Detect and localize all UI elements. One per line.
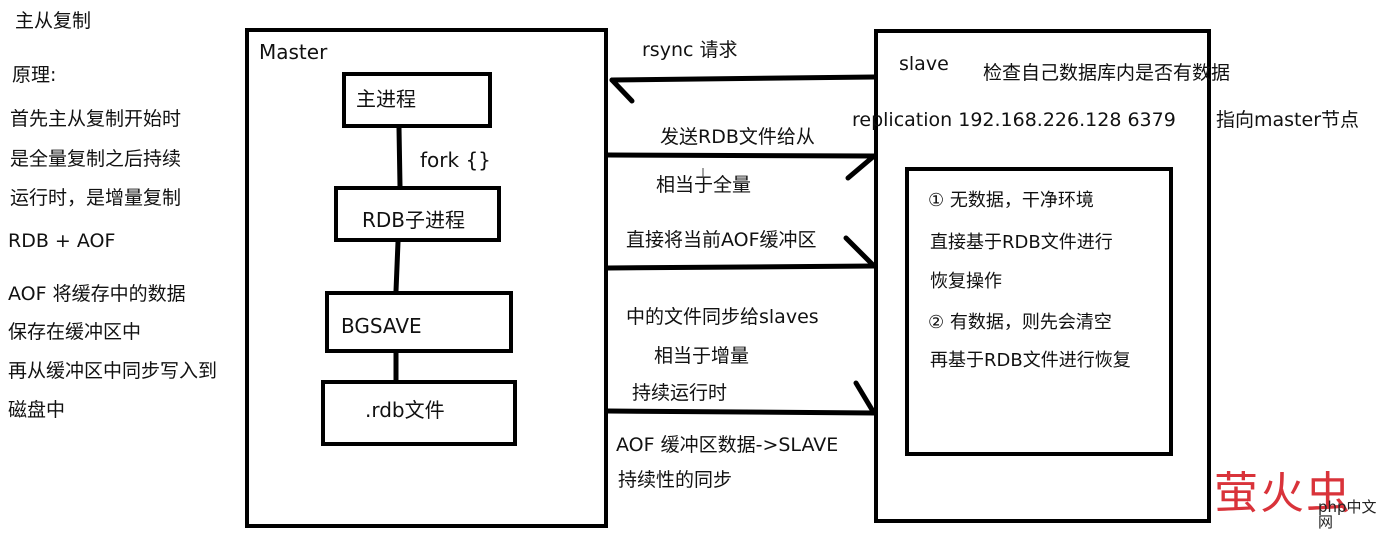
note-line-8: 磁盘中 xyxy=(8,399,66,421)
master-box xyxy=(245,28,608,528)
full-sync-label: 相当于全量 xyxy=(656,174,752,196)
restore-box xyxy=(905,167,1173,456)
continuous-arrow-line xyxy=(605,408,877,416)
no-data-case: ① 无数据，干净环境 xyxy=(928,190,1094,211)
rsync-request-label: rsync 请求 xyxy=(642,39,738,61)
continuous-arrow-head xyxy=(853,380,877,416)
connector-main-to-rdb xyxy=(396,125,403,189)
pointer-note: 指向master节点 xyxy=(1216,109,1360,131)
send-rdb-arrow-head xyxy=(845,153,877,181)
bgsave-label: BGSAVE xyxy=(341,314,422,338)
send-rdb-label: 发送RDB文件给从 xyxy=(660,126,815,148)
note-line-5: AOF 将缓存中的数据 xyxy=(8,283,186,305)
note-line-3: 运行时，是增量复制 xyxy=(10,187,182,209)
continuous-sync-label: 持续性的同步 xyxy=(618,469,733,491)
bgsave-box xyxy=(325,291,513,353)
send-rdb-arrow-line xyxy=(605,152,877,159)
master-label: Master xyxy=(259,40,328,64)
note-line-4: RDB + AOF xyxy=(8,230,116,252)
then-restore-text: 再基于RDB文件进行恢复 xyxy=(930,350,1131,371)
rdb-child-label: RDB子进程 xyxy=(362,208,466,232)
incremental-label: 相当于增量 xyxy=(654,345,750,367)
aof-to-slave-label: AOF 缓冲区数据->SLAVE xyxy=(616,434,839,456)
fork-label: fork {} xyxy=(420,148,491,172)
watermark-brand: 萤火虫 xyxy=(1214,468,1352,519)
note-line-7: 再从缓冲区中同步写入到 xyxy=(8,360,218,382)
has-data-case: ② 有数据，则先会清空 xyxy=(928,312,1112,333)
check-db-text: 检查自己数据库内是否有数据 xyxy=(983,62,1231,84)
watermark-site: php中文网 xyxy=(1318,498,1377,531)
note-line-6: 保存在缓冲区中 xyxy=(8,321,142,343)
running-label: 持续运行时 xyxy=(632,382,728,404)
rdb-file-label: .rdb文件 xyxy=(365,398,445,422)
note-line-1: 首先主从复制开始时 xyxy=(10,108,182,130)
diagram-title: 主从复制 xyxy=(15,10,92,32)
note-line-2: 是全量复制之后持续 xyxy=(10,148,182,170)
slave-label: slave xyxy=(899,53,949,75)
connector-rdb-to-bgsave xyxy=(393,239,401,294)
slave-box xyxy=(874,29,1211,523)
main-process-label: 主进程 xyxy=(356,87,416,111)
rsync-arrow-head xyxy=(609,77,635,104)
rdb-file-box xyxy=(321,380,517,446)
aof-arrow-head xyxy=(843,235,877,269)
replication-command: replication 192.168.226.128 6379 xyxy=(852,109,1176,131)
aof-arrow-line xyxy=(605,263,877,271)
restore-op-text: 恢复操作 xyxy=(930,271,1002,292)
rdb-child-box xyxy=(334,186,501,242)
aof-direct-label: 直接将当前AOF缓冲区 xyxy=(626,229,817,251)
restore-rdb-text: 直接基于RDB文件进行 xyxy=(930,232,1113,253)
principle-label: 原理: xyxy=(12,64,57,86)
rsync-arrow-line xyxy=(609,74,877,83)
main-process-box xyxy=(342,72,492,128)
sync-files-label: 中的文件同步给slaves xyxy=(626,306,819,328)
